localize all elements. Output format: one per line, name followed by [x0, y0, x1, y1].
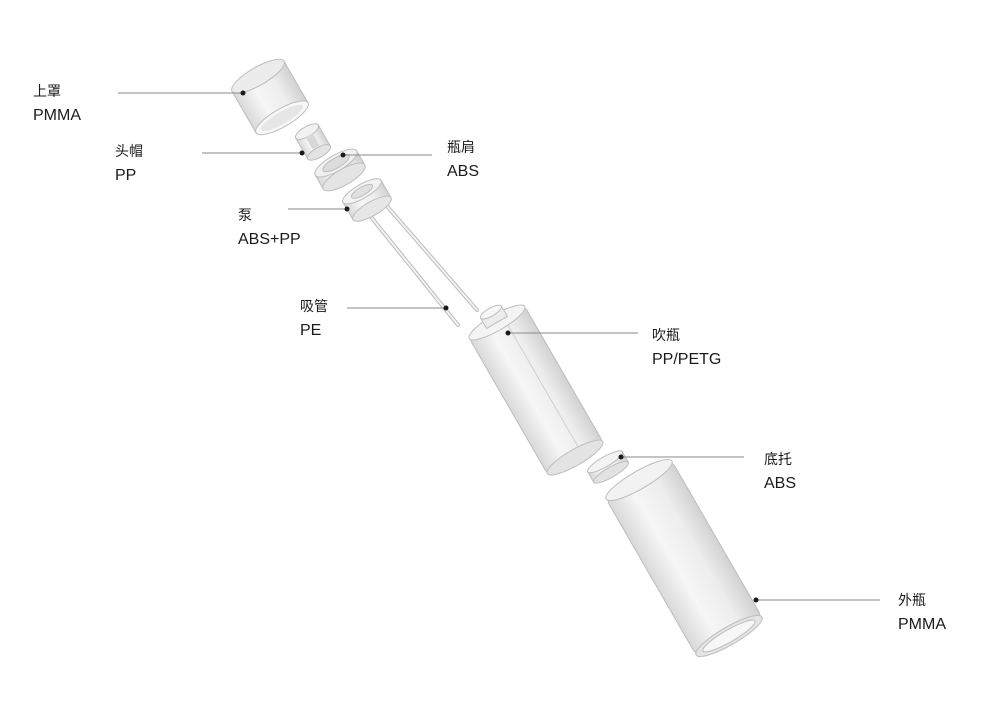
part-name: 吹瓶: [652, 328, 680, 344]
label-top-cover: 上罩 PMMA: [33, 84, 81, 125]
label-base-holder: 底托 ABS: [764, 452, 796, 493]
part-name: 吸管: [300, 299, 328, 315]
part-name: 上罩: [33, 84, 61, 100]
base-holder-shape: [586, 450, 630, 484]
part-material: PMMA: [898, 615, 946, 633]
label-pump: 泵 ABS+PP: [238, 208, 301, 249]
label-straw: 吸管 PE: [300, 299, 328, 340]
top-cover-shape: [231, 58, 309, 136]
part-material: ABS: [447, 162, 480, 180]
part-name: 瓶肩: [447, 140, 475, 156]
part-material: PMMA: [33, 106, 81, 124]
label-bottle-shoulder: 瓶肩 ABS: [447, 140, 479, 181]
part-material: PP: [115, 166, 137, 184]
part-name: 头帽: [115, 144, 143, 160]
part-name: 外瓶: [898, 593, 926, 609]
head-cap-shape: [294, 123, 332, 161]
label-head-cap: 头帽 PP: [115, 144, 143, 185]
label-blow-bottle: 吹瓶 PP/PETG: [652, 328, 721, 369]
part-name: 底托: [764, 452, 792, 468]
leader-dots: [240, 90, 759, 603]
straw-shape: [365, 203, 479, 327]
part-material: ABS+PP: [238, 230, 301, 248]
leader-lines: [118, 92, 880, 601]
part-name: 泵: [238, 208, 252, 224]
pump-shape: [342, 178, 392, 222]
part-material: PE: [300, 321, 322, 339]
part-material: PP/PETG: [652, 350, 722, 368]
bottle-shoulder-shape: [314, 148, 366, 192]
blow-bottle-shape: [468, 304, 604, 476]
outer-bottle-shape: [605, 459, 763, 657]
part-material: ABS: [764, 474, 797, 492]
label-outer-bottle: 外瓶 PMMA: [898, 593, 946, 634]
